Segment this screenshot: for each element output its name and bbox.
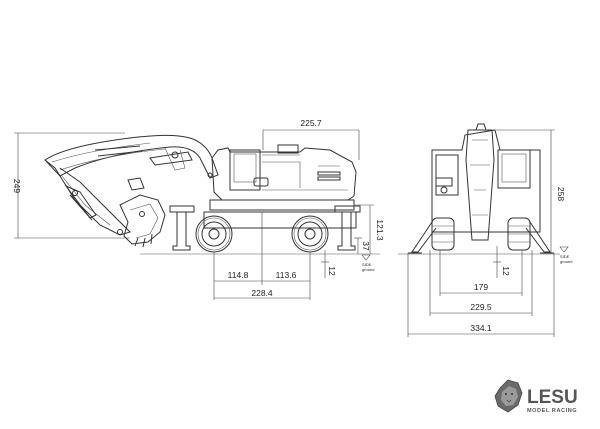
front-boom <box>465 129 495 241</box>
dim-clearance-12-side: 12 <box>321 250 337 278</box>
excavator-arm <box>44 159 131 236</box>
dim-overall-height: 249 <box>12 132 130 239</box>
dim-wheelbase: 228.4 <box>214 288 310 299</box>
svg-text:334.1: 334.1 <box>470 323 492 333</box>
svg-text:ground: ground <box>362 267 374 272</box>
svg-text:114.8: 114.8 <box>228 270 249 280</box>
excavator-bucket <box>119 194 166 245</box>
svg-text:179: 179 <box>474 282 488 292</box>
dim-chassis-height: 121.3 <box>355 204 385 254</box>
excavator-upper-body <box>211 147 357 201</box>
dim-total-width: 334.1 <box>407 253 555 337</box>
svg-text:12: 12 <box>501 266 511 276</box>
side-view: 225.7 249 121.3 37 12 <box>12 118 385 300</box>
lion-head-icon <box>494 379 523 413</box>
dim-track-229: 229.5 <box>429 250 533 316</box>
svg-text:228.4: 228.4 <box>251 288 273 298</box>
dim-track-179: 179 <box>439 250 523 296</box>
front-ground-marker: SIDE ground <box>559 246 572 264</box>
svg-text:37: 37 <box>361 241 371 251</box>
side-rear-wheel <box>291 215 329 253</box>
svg-text:121.3: 121.3 <box>375 219 385 241</box>
svg-text:ground: ground <box>560 259 572 264</box>
brand-tagline: MODEL RACING <box>527 408 577 414</box>
outrigger-rear <box>334 205 361 251</box>
svg-text:258: 258 <box>556 187 566 201</box>
cab <box>229 149 261 191</box>
dim-front-height: 258 <box>496 129 566 254</box>
side-ground-marker: SIDE ground <box>361 254 374 272</box>
dim-top-width: 225.7 <box>262 118 360 160</box>
svg-text:225.7: 225.7 <box>300 118 322 128</box>
svg-text:229.5: 229.5 <box>470 302 492 312</box>
front-body <box>431 129 541 233</box>
brand-logo: LESU MODEL RACING <box>494 379 578 414</box>
outrigger-front <box>169 205 195 251</box>
front-cab <box>497 149 531 189</box>
dim-front-12: 12 <box>493 246 511 278</box>
svg-text:SIDE: SIDE <box>362 262 372 267</box>
svg-text:SIDE: SIDE <box>560 254 570 259</box>
front-view: 258 SIDE ground 12 179 229.5 <box>398 123 572 337</box>
svg-text:113.6: 113.6 <box>276 270 297 280</box>
dim-clearance-37: 37 <box>354 237 371 254</box>
dim-wheel-offsets: 114.8 113.6 <box>213 212 311 300</box>
svg-text:12: 12 <box>327 266 337 276</box>
svg-text:249: 249 <box>12 179 22 193</box>
brand-name: LESU <box>527 387 578 408</box>
side-front-wheel <box>195 215 233 253</box>
